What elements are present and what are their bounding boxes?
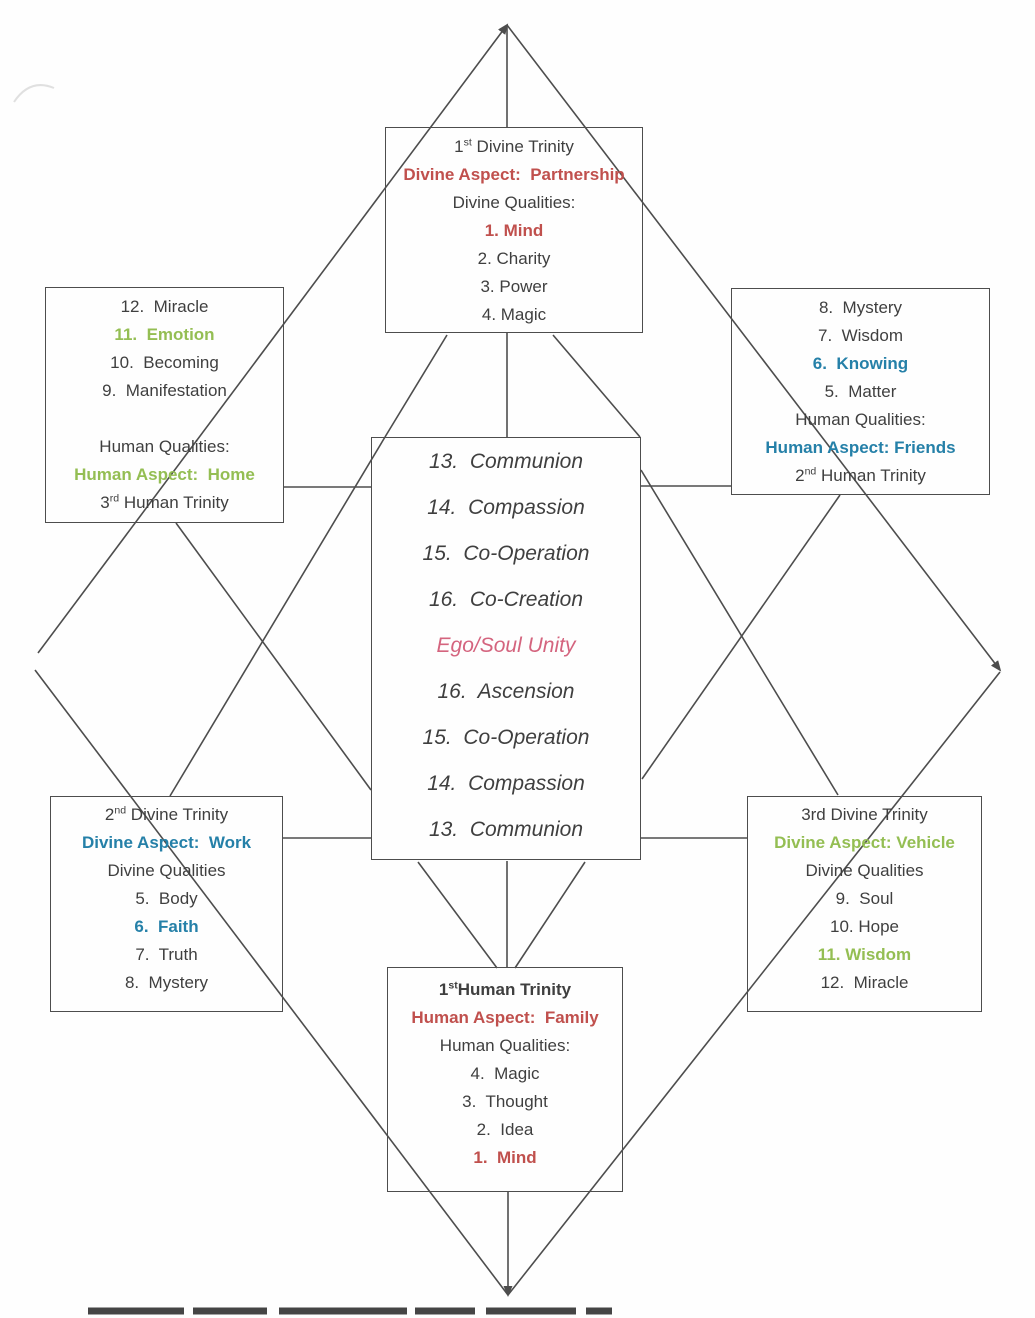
cross-line-center-to-bottomleftbox <box>169 436 386 797</box>
text-line: 7. Wisdom <box>817 326 904 345</box>
text-line: Human Qualities: <box>99 437 230 456</box>
cross-line-leftbox-to-center <box>175 522 372 791</box>
text-line: Human Aspect: Friends <box>765 438 956 457</box>
text-line: 10. Becoming <box>110 353 219 372</box>
text-line: Divine Qualities <box>805 861 924 880</box>
text-line: 13. Communion <box>428 818 584 841</box>
connector-center-bottombox-right <box>514 861 586 969</box>
text-line: 6. Faith <box>134 917 199 936</box>
text-line: 13. Communion <box>428 450 584 473</box>
text-line: Divine Aspect: Partnership <box>403 165 625 184</box>
text-line: 14. Compassion <box>427 772 585 795</box>
flow-arrow-left-vertex-to-top-apex <box>37 23 509 654</box>
text-line: 3rd Human Trinity <box>100 492 229 512</box>
text-line: Divine Qualities: <box>452 193 576 212</box>
text-line: 16. Ascension <box>437 680 575 703</box>
text-line: 1. Mind <box>484 221 544 240</box>
cross-line-rightbox-to-center <box>641 494 841 780</box>
text-line: 2. Idea <box>476 1120 534 1139</box>
text-line: 15. Co-Operation <box>422 542 590 565</box>
box-3rd-human-trinity: 12. Miracle 11. Emotion 10. Becoming 9. Man… <box>45 287 284 523</box>
flow-line-left-vertex-to-bottom-apex <box>34 669 509 1296</box>
text-line: 1. Mind <box>473 1148 537 1167</box>
connector-center-bottombox-left <box>417 861 498 969</box>
text-line: Human Aspect: Home <box>74 465 255 484</box>
text-line: 3. Power <box>480 277 548 296</box>
text-line: Ego/Soul Unity <box>436 634 576 657</box>
text-line: 1st Divine Trinity <box>454 136 574 156</box>
text-line: 16. Co-Creation <box>428 588 584 611</box>
text-line: 2. Charity <box>477 249 551 268</box>
text-line: 12. Miracle <box>820 973 909 992</box>
text-line: 12. Miracle <box>120 297 209 316</box>
text-line: Divine Aspect: Work <box>81 833 252 852</box>
cross-line-center-to-bottomrightbox <box>640 469 839 796</box>
text-line: 7. Truth <box>135 945 198 964</box>
text-line: 8. Mystery <box>818 298 903 317</box>
text-line: 4. Magic <box>470 1064 540 1083</box>
text-line: 6. Knowing <box>812 354 909 373</box>
text-line: 9. Manifestation <box>102 381 227 400</box>
text-line: Human Qualities: <box>439 1036 571 1055</box>
text-line: 2nd Human Trinity <box>795 465 926 485</box>
text-line: 8. Mystery <box>124 973 209 992</box>
text-line: Human Aspect: Family <box>411 1008 599 1027</box>
connector-topbox-center-left <box>384 334 448 438</box>
text-line: Divine Qualities <box>107 861 226 880</box>
text-line <box>46 405 283 433</box>
text-line: 11. Emotion <box>114 325 215 344</box>
text-line: 1stHuman Trinity <box>438 979 572 999</box>
pencil-smudge-artifact <box>13 84 55 103</box>
text-line: Divine Aspect: Vehicle <box>774 833 955 852</box>
text-line: 5. Matter <box>824 382 897 401</box>
text-line: 9. Soul <box>835 889 894 908</box>
text-line: 15. Co-Operation <box>422 726 590 749</box>
text-line: 11. Wisdom <box>817 945 912 964</box>
text-line: 2nd Divine Trinity <box>104 804 229 824</box>
text-line: 3rd Divine Trinity <box>801 805 928 824</box>
text-line: 4. Magic <box>481 305 547 324</box>
flow-arrow-top-apex-to-right-vertex <box>506 24 1002 672</box>
text-line: 5. Body <box>135 889 198 908</box>
text-line: 10. Hope <box>830 917 899 936</box>
connector-topbox-center-right <box>552 334 641 438</box>
text-line: 14. Compassion <box>427 496 585 519</box>
text-line: Human Qualities: <box>795 410 926 429</box>
box-ego-soul-unity: 13. Communion 14. Compassion 15. Co-Operat… <box>371 437 641 860</box>
text-line: 3. Thought <box>462 1092 548 1111</box>
